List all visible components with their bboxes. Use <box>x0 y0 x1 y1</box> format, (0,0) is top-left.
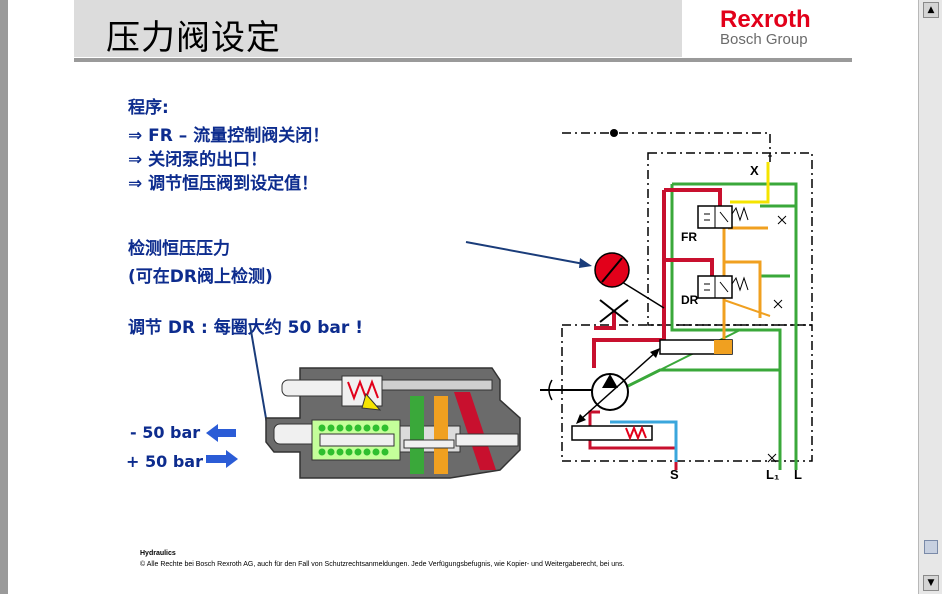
vertical-scrollbar[interactable]: ▲ ▼ <box>918 0 942 594</box>
schematic-label-fr: FR <box>681 230 697 244</box>
adjust-instruction: 调节 DR : 每圈大约 50 bar ! <box>128 318 363 338</box>
plus-50-bar-label: + 50 bar <box>126 452 203 471</box>
arrow-right-icon <box>206 450 238 468</box>
arrow-left-icon <box>206 424 236 442</box>
hydraulic-schematic: X FR DR S L₁ L <box>540 129 813 482</box>
scroll-up-icon[interactable]: ▲ <box>923 2 939 18</box>
measure-line-1: 检测恒压压力 <box>128 239 230 259</box>
title-bar <box>74 0 682 57</box>
schematic-label-s: S <box>670 467 679 482</box>
schematic-label-l: L <box>794 467 802 482</box>
measure-line-2: (可在DR阀上检测) <box>128 267 273 287</box>
scroll-down-icon[interactable]: ▼ <box>923 575 939 591</box>
page-title: 压力阀设定 <box>106 18 281 58</box>
logo-main-text: Rexroth <box>720 6 811 33</box>
procedure-step-3: ⇒ 调节恒压阀到设定值！ <box>128 174 319 194</box>
procedure-step-2: ⇒ 关闭泵的出口！ <box>128 150 268 170</box>
scroll-thumb[interactable] <box>924 540 938 554</box>
procedure-heading: 程序: <box>128 98 169 118</box>
adjust-pointer-line <box>249 324 269 431</box>
diagram-canvas: X FR DR S L₁ L <box>206 129 813 482</box>
schematic-label-l1: L₁ <box>766 467 779 482</box>
schematic-label-dr: DR <box>681 293 699 307</box>
procedure-step-1: ⇒ FR – 流量控制阀关闭！ <box>128 126 330 146</box>
window-left-edge <box>0 0 8 594</box>
rexroth-logo: Rexroth Bosch Group <box>690 6 840 54</box>
valve-cross-section <box>265 367 521 479</box>
schematic-label-x: X <box>750 163 759 178</box>
shutoff-cross-icon <box>599 299 629 323</box>
minus-50-bar-label: - 50 bar <box>130 423 201 442</box>
logo-sub-text: Bosch Group <box>720 31 808 48</box>
header-divider <box>74 58 852 62</box>
slide: 压力阀设定 Rexroth Bosch Group 程序: ⇒ FR – 流量控… <box>0 0 918 594</box>
footer-title: Hydraulics <box>140 550 176 557</box>
pressure-gauge-icon <box>594 252 665 309</box>
gauge-pointer-line <box>465 241 585 265</box>
footer-copyright: © Alle Rechte bei Bosch Rexroth AG, auch… <box>140 561 625 568</box>
